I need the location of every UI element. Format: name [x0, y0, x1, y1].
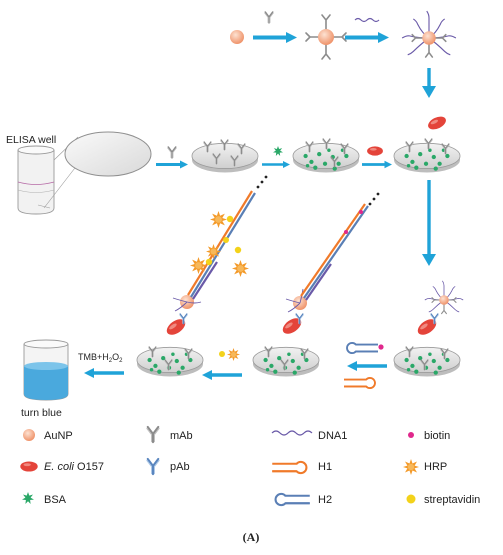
pab-legend-icon — [146, 457, 160, 476]
legend-ecoli: E. coli O157 — [44, 461, 104, 473]
arrow-left — [347, 361, 387, 371]
hrp-legend-icon — [403, 459, 419, 475]
legend-h2: H2 — [318, 494, 332, 506]
legend-streptavidin: streptavidin — [424, 494, 480, 506]
plate-with-mab-bsa — [292, 138, 360, 173]
tmb-label: TMB+H2O2 — [78, 352, 123, 364]
biotin-dot — [378, 344, 384, 350]
legend-hrp: HRP — [424, 461, 447, 473]
elisa-well-cup — [17, 145, 55, 215]
arrow-right — [156, 160, 188, 169]
legend-aunp: AuNP — [44, 430, 73, 442]
plate-with-ecoli — [393, 114, 461, 173]
streptavidin-reagent-icon — [219, 351, 225, 357]
legend-dna1: DNA1 — [318, 430, 347, 442]
aunp-particle — [230, 30, 244, 44]
h1-reagent-icon — [344, 376, 376, 390]
dna1-reagent-icon — [354, 17, 380, 23]
figure-caption: (A) — [243, 530, 260, 544]
arrow-left — [84, 368, 124, 378]
ecoli-reagent-icon — [367, 146, 383, 156]
ecoli-legend-icon — [20, 461, 38, 472]
legend-bsa: BSA — [44, 494, 67, 506]
hairpin-reagents — [344, 341, 387, 390]
legend-pab: pAb — [170, 461, 190, 473]
elisa-well-label: ELISA well — [6, 134, 56, 146]
biotin-legend-icon — [408, 432, 414, 438]
elisa-well-steps: ELISA well — [6, 114, 461, 266]
plate-with-dna-duplex — [252, 192, 380, 377]
probe-preparation — [230, 10, 457, 98]
plate-with-mab — [191, 139, 259, 173]
h1-legend-icon — [272, 460, 308, 475]
arrow-down-head — [422, 254, 436, 266]
arrow-right — [345, 32, 389, 43]
mab-reagent-icon — [167, 146, 177, 159]
detection-steps: TMB+H2O2 turn blue — [21, 175, 464, 419]
legend: AuNP E. coli O157 BSA mAb pAb DNA1 H1 H2… — [20, 425, 480, 507]
aunp-legend-icon — [23, 429, 35, 441]
legend-h1: H1 — [318, 461, 332, 473]
arrow-down-head — [422, 86, 436, 98]
arrow-right — [362, 160, 392, 169]
mab-legend-icon — [146, 425, 160, 444]
legend-mab: mAb — [170, 430, 193, 442]
legend-biotin: biotin — [424, 430, 450, 442]
arrow-right — [262, 161, 290, 168]
aunp-dna-probe — [401, 10, 457, 58]
streptavidin-legend-icon — [406, 494, 416, 504]
h2-reagent-icon — [346, 341, 378, 355]
well-bottom-zoom — [64, 131, 152, 177]
h2-legend-icon — [274, 492, 310, 507]
bsa-reagent-icon — [273, 146, 283, 156]
bsa-legend-icon — [22, 492, 34, 504]
plate-with-probe — [393, 280, 464, 377]
arrow-right — [253, 32, 297, 43]
plate-with-hrp — [136, 175, 268, 377]
blue-well-cup — [23, 339, 69, 401]
mab-reagent-icon — [264, 11, 274, 24]
dna1-legend-icon — [271, 430, 313, 436]
turn-blue-label: turn blue — [21, 407, 62, 419]
arrow-left — [202, 370, 242, 380]
aunp-mab-conjugate — [305, 14, 347, 60]
hrp-reagent-icon — [227, 348, 240, 361]
